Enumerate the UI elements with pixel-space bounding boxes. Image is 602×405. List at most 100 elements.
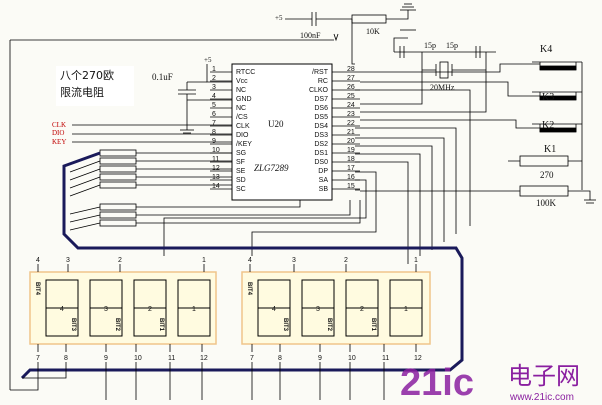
chip-right-pin-name: DS3: [314, 132, 328, 139]
chip-left-pin-name: Vcc: [236, 78, 248, 85]
chip-right-pin-number: 18: [347, 156, 355, 163]
display-1-bit-top-1: BIT4: [34, 282, 40, 296]
display-1-bottom-pins: 7 8 9 10 11 12: [36, 355, 208, 362]
watermark-brand: 21ic: [400, 362, 474, 404]
svg-text:10: 10: [348, 355, 356, 362]
chip-left-pin-name: NC: [236, 87, 246, 94]
chip-left-pin-number: 10: [212, 147, 220, 154]
chip-right-pin-number: 21: [347, 129, 355, 136]
display-1-digit-1-label: 4: [60, 306, 64, 313]
res-100k-label: 100K: [536, 198, 557, 208]
svg-text:3: 3: [292, 257, 296, 264]
annotation-box: [56, 66, 134, 106]
display-2-digit-3-segments: [345, 279, 379, 337]
display-1-digit-3-segments: [133, 279, 167, 337]
display-2-bit-bottom-3: BIT1: [370, 318, 376, 332]
chip-right-pin-name: DS5: [314, 114, 328, 121]
watermark-url: www.21ic.com: [509, 392, 574, 403]
chip-right-pin-number: 24: [347, 102, 355, 109]
cap-15p-a-label: 15p: [424, 41, 436, 50]
watermark-cn: 电子网: [508, 362, 580, 390]
chip-right-pin-name: CLKO: [309, 87, 329, 94]
chip-left-pin-number: 14: [212, 183, 220, 190]
chip-right-pin-number: 19: [347, 147, 355, 154]
chip-left-pin-name: /CS: [236, 114, 248, 121]
chip-part: ZLG7289: [254, 163, 289, 173]
chip-right-pin-number: 25: [347, 93, 355, 100]
chip-left-pin-name: /KEY: [236, 141, 252, 148]
svg-text:2: 2: [344, 257, 348, 264]
chip-left-pin-name: SD: [236, 177, 246, 184]
svg-text:1: 1: [414, 257, 418, 264]
bus-entries: [69, 160, 101, 231]
power-decoupling: [178, 64, 232, 134]
svg-text:3: 3: [66, 257, 70, 264]
power-top-label: +5: [275, 14, 283, 22]
svg-text:12: 12: [414, 355, 422, 362]
display-2-digit-1-label: 4: [272, 306, 276, 313]
top-components-wires: [9, 3, 416, 390]
display-1-top-pins: 4 3 2 1: [36, 257, 206, 264]
display-2-digit-4-segments: [389, 279, 423, 337]
display-2-digit-4-label: 1: [404, 306, 408, 313]
display-2-bit-bottom-1: BIT3: [282, 318, 288, 332]
svg-text:9: 9: [104, 355, 108, 362]
svg-text:9: 9: [318, 355, 322, 362]
chip-left-pin-number: 11: [212, 156, 219, 163]
signal-dio: DIO: [52, 129, 64, 137]
annotation-line1: 八个270欧: [60, 69, 114, 82]
signal-key: KEY: [52, 138, 66, 146]
chip-right-pin-number: 16: [347, 174, 355, 181]
chip-right-pin-number: 22: [347, 120, 355, 127]
signal-clk: CLK: [52, 121, 66, 129]
chip-name: U20: [268, 119, 284, 129]
chip-left-pin-name: SC: [236, 186, 246, 193]
chip-right-pin-number: 26: [347, 84, 355, 91]
chip-right-pin-name: DS7: [314, 96, 328, 103]
svg-text:4: 4: [248, 257, 252, 264]
chip-right-pin-number: 28: [347, 66, 355, 73]
display-1-bit-bottom-2: BIT2: [114, 318, 120, 332]
display-1-digit-1-segments: [45, 279, 79, 337]
chip-left-pin-name: SF: [236, 159, 245, 166]
display-2-digit-2-label: 3: [316, 306, 320, 313]
svg-text:4: 4: [36, 257, 40, 264]
svg-text:10: 10: [134, 355, 142, 362]
chip-left-pin-number: 2: [212, 75, 216, 82]
chip-right-pin-number: 20: [347, 138, 355, 145]
chip-right-pin-number: 23: [347, 111, 355, 118]
svg-text:2: 2: [118, 257, 122, 264]
res-270-label: 270: [540, 170, 554, 180]
chip-right-pin-name: SA: [319, 177, 329, 184]
key-k1-label: K1: [544, 144, 556, 155]
chip-left-pin-name: SG: [236, 150, 246, 157]
chip-left-pin-name: DIO: [236, 132, 249, 139]
display-1-digit-2-label: 3: [104, 306, 108, 313]
power-chip-label: +5: [204, 56, 212, 64]
key-k2-label: K2: [542, 120, 554, 131]
chip-right-pin-name: DS2: [314, 141, 328, 148]
display-2-digit-3-label: 2: [360, 306, 364, 313]
svg-text:7: 7: [36, 355, 40, 362]
svg-text:8: 8: [278, 355, 282, 362]
svg-text:11: 11: [168, 355, 175, 362]
cap-top-label: 100nF: [300, 31, 321, 40]
right-net-wires: [163, 89, 471, 264]
display-1-bit-bottom-3: BIT1: [158, 318, 164, 332]
annotation-line2: 限流电阻: [60, 85, 104, 99]
key-k4-label: K4: [540, 44, 552, 55]
display-1-digit-4-label: 1: [192, 306, 196, 313]
display-1-bit-bottom-1: BIT3: [70, 318, 76, 332]
chip-left-pin-name: GND: [236, 96, 252, 103]
display-2-bit-bottom-2: BIT2: [326, 318, 332, 332]
svg-text:1: 1: [202, 257, 206, 264]
signal-lines: [72, 124, 232, 143]
chip-left-pin-name: NC: [236, 105, 246, 112]
svg-text:8: 8: [64, 355, 68, 362]
res-top-label: 10K: [366, 27, 380, 36]
